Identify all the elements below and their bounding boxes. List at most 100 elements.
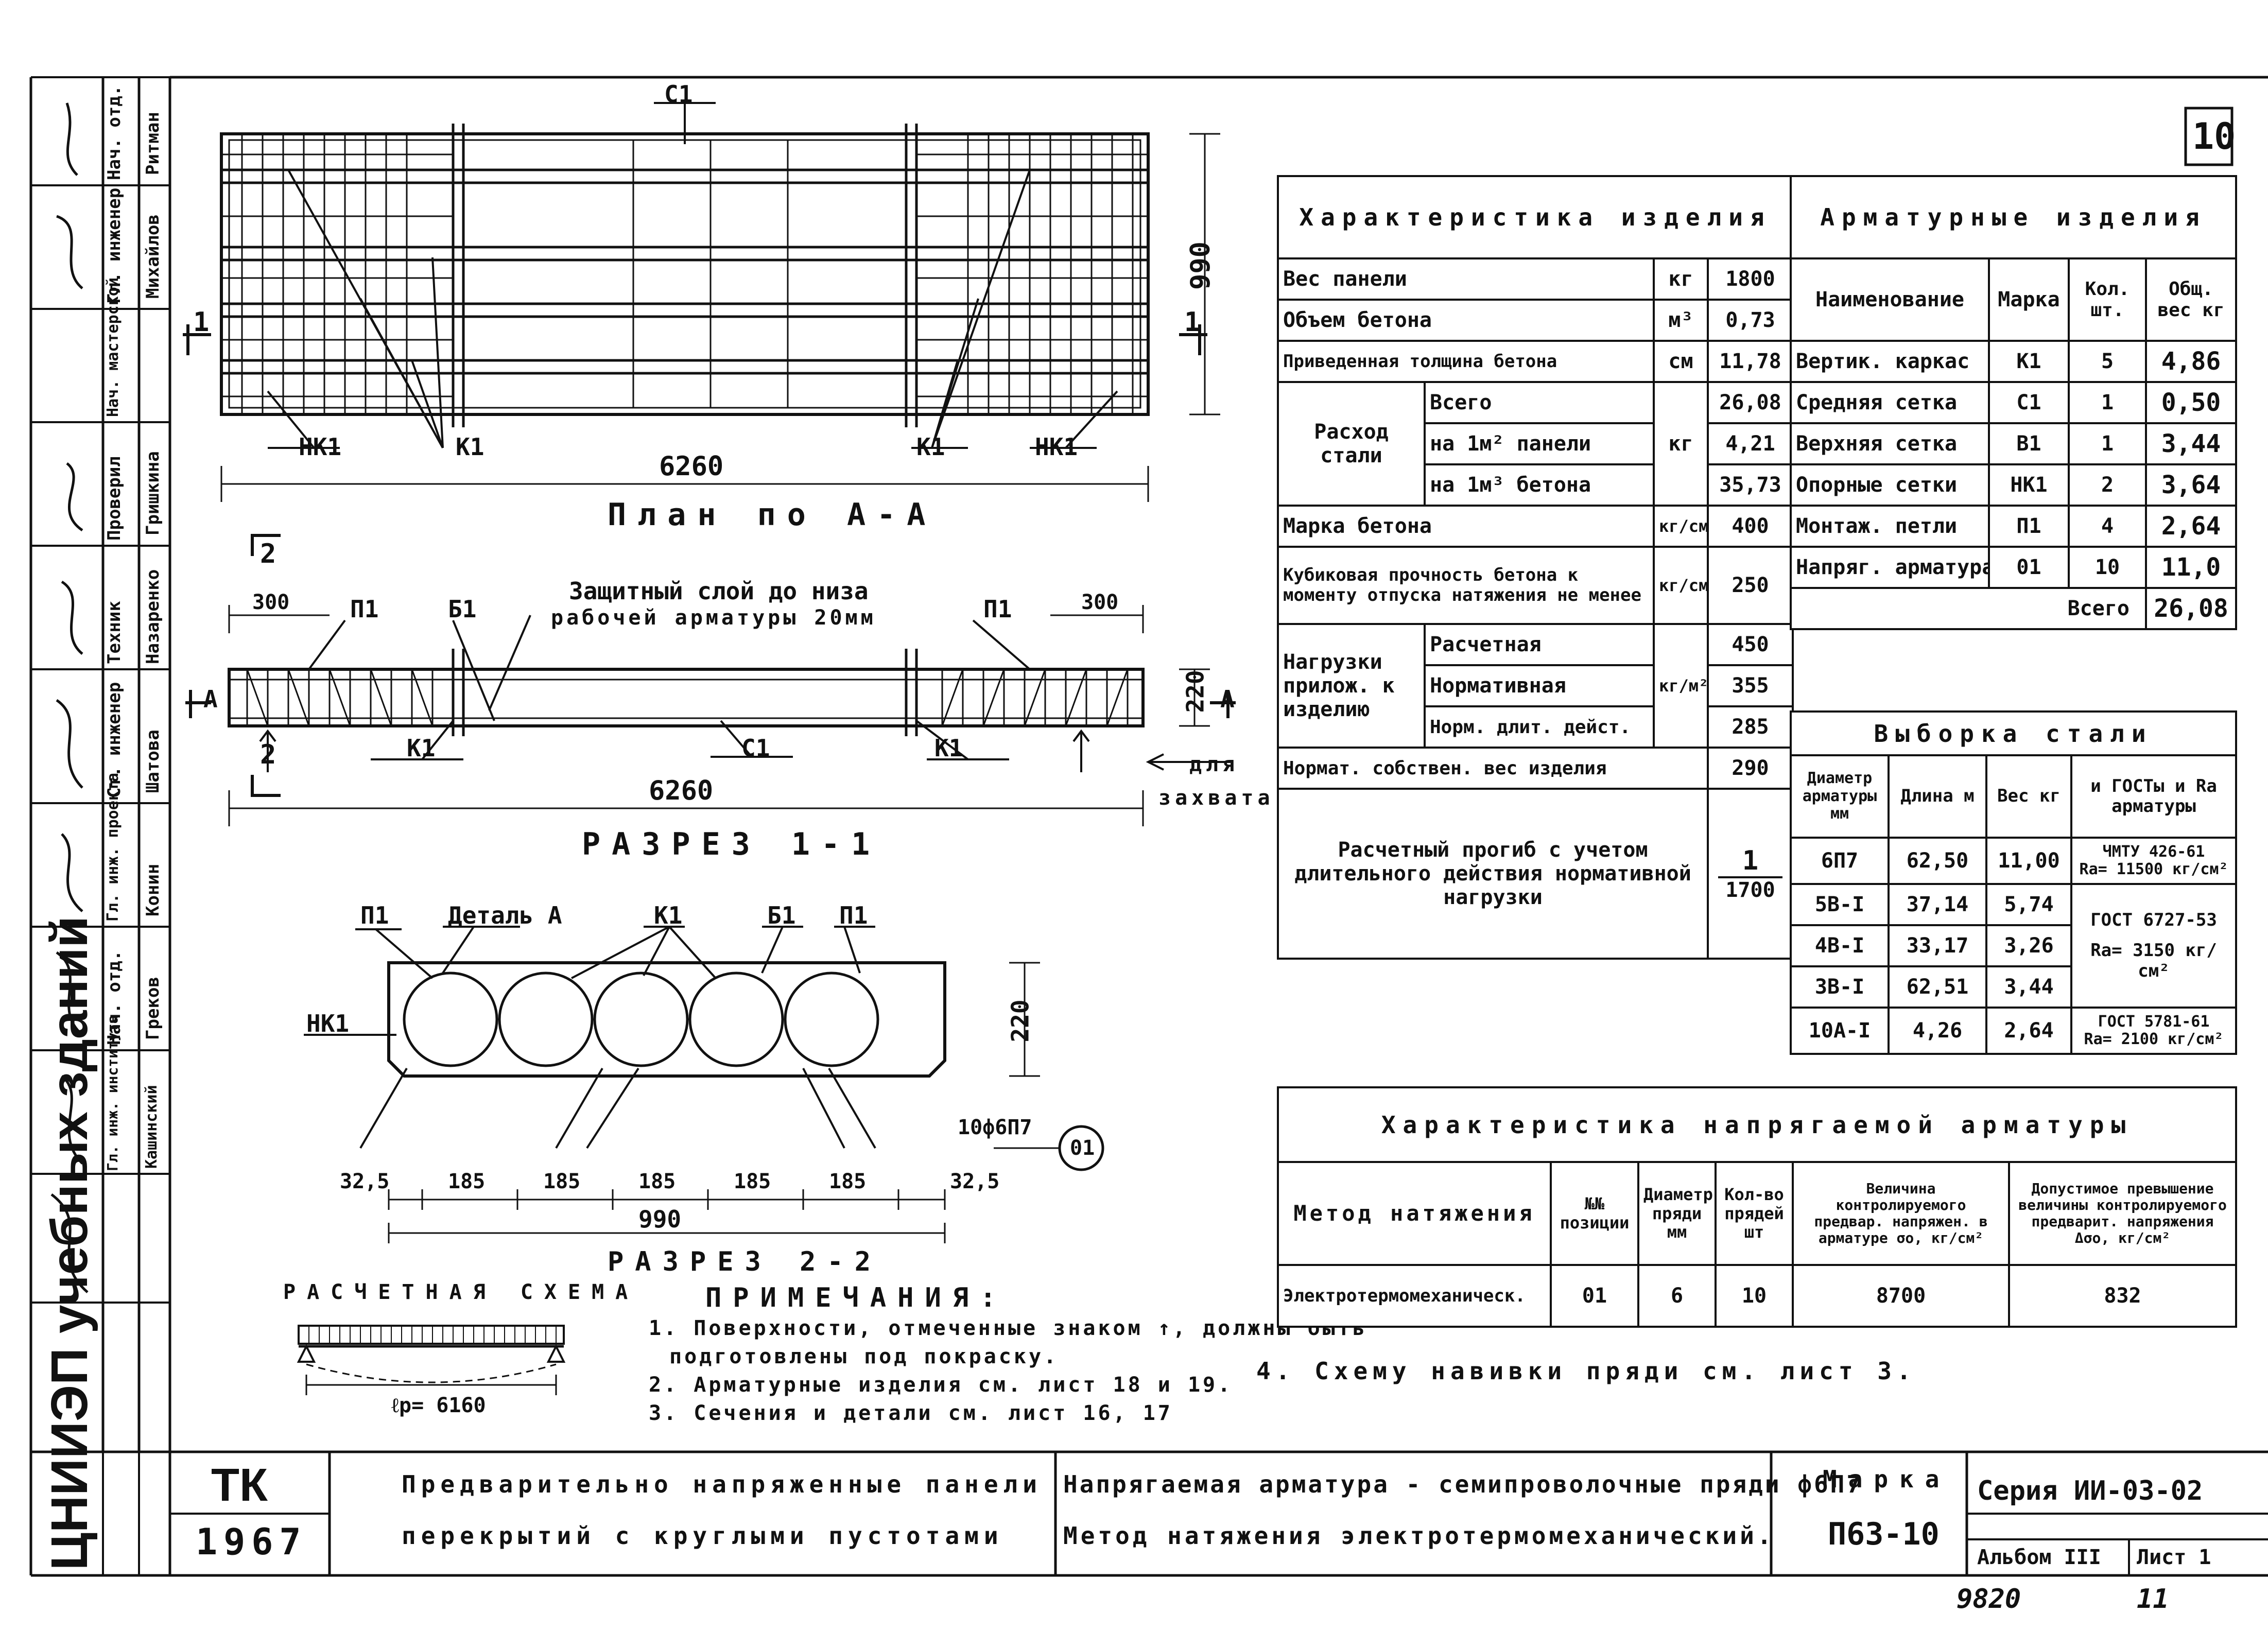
- stamp-role: Нач. мастерской: [104, 277, 122, 417]
- section22-drawing: [304, 926, 1104, 1243]
- rebar-cell: 3,44: [2145, 422, 2237, 465]
- steel-header: Диаметр арматуры мм: [1790, 754, 1890, 839]
- mark-label: Марка: [1823, 1465, 1951, 1493]
- section11-grip-1: для: [1189, 753, 1239, 776]
- plan-nk1-left: НК1: [299, 433, 342, 461]
- tension-cell: 832: [2007, 1264, 2238, 1328]
- pt-steel-group: Расход стали: [1277, 381, 1426, 507]
- rebar-cell: Опорные сетки: [1790, 463, 1990, 507]
- rebar-cell: Напряг. арматура: [1790, 546, 1990, 589]
- rebar-total-label: Всего: [1790, 587, 2147, 630]
- plan-k1-right: К1: [916, 433, 945, 461]
- pt-row-weight: Вес панели: [1277, 257, 1655, 301]
- note-2: 2. Арматурные изделия см. лист 18 и 19.: [649, 1373, 1233, 1397]
- scheme-span: ℓр= 6160: [391, 1394, 486, 1417]
- note-1-cont: подготовлены под покраску.: [669, 1345, 1059, 1368]
- plan-section-mark-left: 1: [193, 307, 210, 338]
- steel-header: и ГОСТы и Rа арматуры: [2070, 754, 2238, 839]
- pt-unit: кг: [1653, 257, 1709, 301]
- steel-cell: 62,51: [1888, 965, 1987, 1009]
- section11-c1: С1: [741, 734, 770, 762]
- stamp-role: Техник: [104, 601, 125, 664]
- tension-cell: 8700: [1792, 1264, 2010, 1328]
- steel-cell: 5,74: [1985, 883, 2072, 926]
- section11-k1-right: К1: [934, 734, 963, 762]
- stamp-name: Назаренко: [143, 569, 163, 664]
- section11-note-2: рабочей арматуры 20мм: [551, 606, 876, 630]
- rebar-total: 26,08: [2145, 587, 2237, 630]
- stamp-name: Кашинский: [143, 1085, 161, 1169]
- section11-p1-left: П1: [350, 595, 379, 623]
- section11-dim-300-left: 300: [252, 591, 290, 614]
- steel-table: Выборка стали Диаметр арматуры мм Длина …: [1789, 710, 2238, 1055]
- steel-cell: 4В-I: [1790, 924, 1890, 967]
- stamp-name: Шатова: [143, 730, 163, 793]
- section22-k1: К1: [654, 901, 683, 929]
- rebar-cell: 01: [1988, 546, 2070, 589]
- rebar-cell: 2: [2068, 463, 2147, 507]
- section11-p1-right: П1: [983, 595, 1012, 623]
- org-name: ЦНИИЭП учебных зданий: [41, 916, 98, 1570]
- plan-drawing: [183, 102, 1220, 502]
- tension-header: Диаметр пряди мм: [1637, 1161, 1717, 1266]
- desc-line-1: Напрягаемая арматура - семипроволочные п…: [1063, 1470, 1863, 1498]
- steel-gost-ra: Rа= 2100 кг/см²: [2084, 1030, 2224, 1048]
- sheet-number: 10: [2192, 115, 2236, 158]
- steel-header: Вес кг: [1985, 754, 2072, 839]
- handwritten-number-2: 11: [2137, 1584, 2169, 1615]
- pt-unit: кг/см²: [1653, 546, 1709, 625]
- mark-value: П63-10: [1828, 1516, 1940, 1552]
- section22-total-dim: 990: [638, 1205, 682, 1233]
- note-3: 3. Сечения и детали см. лист 16, 17: [649, 1401, 1173, 1425]
- section11-note-1: Защитный слой до низа: [569, 577, 869, 605]
- pt-unit: кг/см²: [1653, 505, 1709, 548]
- section22-p1-left: П1: [360, 901, 389, 929]
- stamp-role: Гл. инж. проекта: [104, 773, 122, 922]
- rebar-cell: 2,64: [2145, 505, 2237, 548]
- plan-c1-label: С1: [664, 80, 693, 108]
- pt-row-volume: Объем бетона: [1277, 299, 1655, 342]
- album: Альбом III: [1977, 1546, 2101, 1569]
- pt-cube: Кубиковая прочность бетона к моменту отп…: [1277, 546, 1655, 625]
- pt-steel-total: Всего: [1424, 381, 1655, 424]
- rebar-table: Арматурные изделия Наименование Марка Ко…: [1790, 175, 2237, 630]
- section11-dim-300-right: 300: [1081, 591, 1119, 614]
- section11-mark-a-right: А: [1220, 685, 1235, 713]
- rebar-cell: 3,64: [2145, 463, 2237, 507]
- desc-line-2: Метод натяжения электротермомеханический…: [1063, 1522, 1775, 1550]
- tension-cell: 10: [1715, 1264, 1794, 1328]
- handwritten-number-1: 9820: [1957, 1584, 2021, 1615]
- rebar-cell: Верхняя сетка: [1790, 422, 1990, 465]
- section22-dim-4: 185: [734, 1170, 771, 1193]
- rebar-cell: Средняя сетка: [1790, 381, 1990, 424]
- pt-load-group: Нагрузки прилож. к изделию: [1277, 623, 1426, 749]
- tension-table-title: Характеристика напрягаемой арматуры: [1276, 1086, 2238, 1163]
- pt-value: 285: [1706, 705, 1794, 749]
- pt-value: 400: [1706, 505, 1794, 548]
- pt-steel-per-m2: на 1м² панели: [1424, 422, 1655, 465]
- section22-dim-1: 185: [448, 1170, 486, 1193]
- rebar-cell: 11,0: [2145, 546, 2237, 589]
- plan-nk1-right: НК1: [1035, 433, 1078, 461]
- pt-grade: Марка бетона: [1277, 505, 1655, 548]
- tension-table: Характеристика напрягаемой арматуры Мето…: [1276, 1086, 2238, 1328]
- note-1: 1. Поверхности, отмеченные знаком ↑, дол…: [649, 1316, 1367, 1340]
- steel-cell: 37,14: [1888, 883, 1987, 926]
- section11-drawing: [185, 534, 1236, 826]
- tension-header: Метод натяжения: [1277, 1161, 1552, 1266]
- section22-title: РАЗРЕЗ 2-2: [608, 1246, 882, 1277]
- pt-unit: кг: [1653, 381, 1709, 507]
- steel-cell: 10А-I: [1790, 1007, 1890, 1055]
- steel-table-title: Выборка стали: [1789, 710, 2238, 756]
- pt-value: 35,73: [1706, 463, 1794, 507]
- section11-b1: Б1: [448, 595, 477, 623]
- steel-header: Длина м: [1888, 754, 1987, 839]
- rebar-cell: В1: [1988, 422, 2070, 465]
- pt-load-long: Норм. длит. дейст.: [1424, 705, 1655, 749]
- pt-own-weight: Нормат. собствен. вес изделия: [1277, 747, 1709, 790]
- product-table-title: Характеристика изделия: [1276, 175, 1794, 259]
- pt-value: 11,78: [1706, 340, 1794, 383]
- pt-deflection-num: 1: [1718, 845, 1783, 878]
